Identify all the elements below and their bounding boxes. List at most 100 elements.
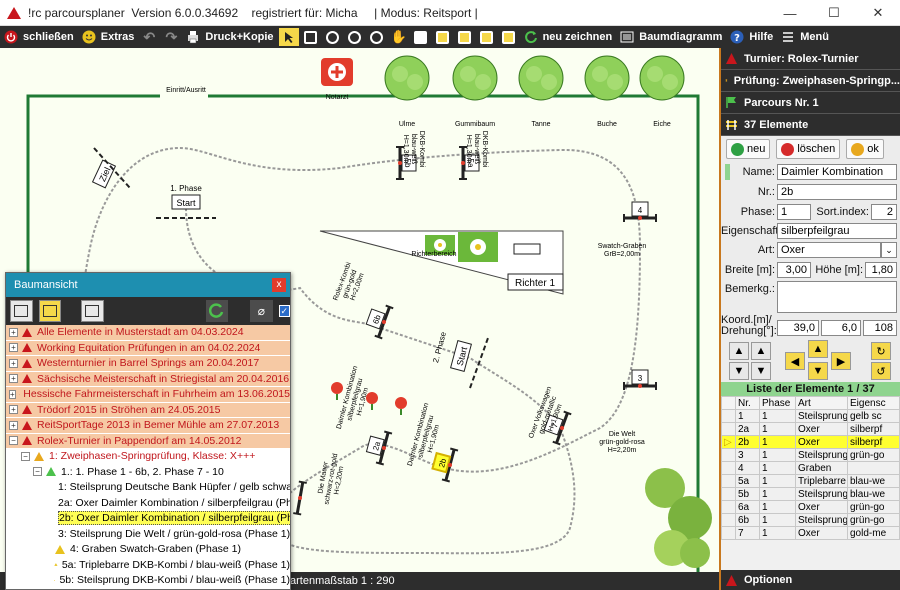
start1-box[interactable]	[171, 194, 201, 210]
sync-icon[interactable]	[205, 300, 229, 322]
maximize-button[interactable]: ☐	[828, 5, 840, 20]
coord-y-input[interactable]: 6,0	[821, 320, 861, 336]
tournament-row[interactable]: Turnier: Rolex-Turnier	[721, 48, 900, 70]
expand-toggle-icon[interactable]: +	[9, 374, 18, 384]
expand-toggle-icon[interactable]: +	[9, 343, 18, 353]
name-input[interactable]: Daimler Kombination	[777, 164, 897, 180]
property-input[interactable]: silberpfeilgrau	[777, 223, 897, 239]
zoom-icon[interactable]	[323, 28, 343, 46]
draw-area-icon[interactable]	[477, 28, 497, 46]
first-aid-icon[interactable]	[321, 58, 353, 86]
delete-element-button[interactable]: löschen	[776, 139, 841, 159]
help-button[interactable]: ? Hilfe	[726, 27, 777, 47]
arrow-left-icon[interactable]: ◀	[785, 352, 805, 370]
tree-event-item[interactable]: −Rolex-Turnier in Pappendorf am 14.05.20…	[6, 433, 290, 449]
tree-icon[interactable]: Buche	[584, 55, 630, 128]
move-down-page-icon[interactable]: ▼	[751, 362, 771, 380]
rotate-right-icon[interactable]: ↻	[871, 342, 891, 360]
tree-course-item[interactable]: −1.: 1. Phase 1 - 6b, 2. Phase 7 - 10	[6, 465, 290, 480]
rotate-left-icon[interactable]: ↺	[871, 362, 891, 380]
coord-x-input[interactable]: 39,0	[777, 320, 819, 336]
width-input[interactable]: 3,00	[777, 262, 811, 278]
expand-toggle-icon[interactable]: −	[21, 451, 30, 461]
arrow-right-icon[interactable]: ▶	[831, 352, 851, 370]
type-column-header[interactable]: Art	[795, 396, 848, 410]
tree-view-header[interactable]: Baumansicht x	[6, 273, 290, 297]
expand-toggle-icon[interactable]: −	[9, 436, 18, 446]
new-element-button[interactable]: neu	[726, 139, 771, 159]
expand-toggle-icon[interactable]: −	[33, 467, 42, 477]
ok-button[interactable]: ok	[846, 139, 884, 159]
chevron-down-icon[interactable]: ⌄	[881, 242, 897, 258]
judge-area[interactable]	[319, 230, 564, 295]
tree-icon[interactable]: Eiche	[639, 55, 685, 128]
grid-icon[interactable]	[499, 28, 519, 46]
remark-input[interactable]	[777, 281, 897, 313]
start2-marker[interactable]: Start	[450, 340, 472, 372]
tree-element-item[interactable]: 2a: Oxer Daimler Kombination / silberpfe…	[6, 496, 290, 511]
rotation-input[interactable]: 108	[863, 320, 897, 336]
arrow-up-icon[interactable]: ▲	[808, 340, 828, 358]
options-bar[interactable]: Optionen	[721, 570, 900, 590]
pointer-tool-icon[interactable]	[278, 28, 299, 46]
link-checkbox[interactable]: ✓	[278, 305, 290, 317]
expand-toggle-icon[interactable]: +	[9, 327, 18, 337]
judge-box[interactable]	[507, 273, 564, 291]
redraw-button[interactable]: neu zeichnen	[520, 27, 617, 47]
tree-event-item[interactable]: +Alle Elemente in Musterstadt am 04.03.2…	[6, 325, 290, 341]
tree-icon[interactable]: Tanne	[518, 55, 564, 128]
close-window-button[interactable]: ✕	[872, 5, 884, 20]
arrow-down-icon[interactable]: ▼	[808, 362, 828, 380]
move-bottom-icon[interactable]: ▼	[729, 362, 749, 380]
tree-element-item[interactable]: 4: Graben Swatch-Graben (Phase 1)	[6, 542, 290, 558]
type-select[interactable]: Oxer	[777, 242, 881, 258]
sort-index-input[interactable]: 2	[871, 204, 897, 220]
draw-line-icon[interactable]	[433, 28, 453, 46]
close-button[interactable]: schließen	[0, 27, 78, 47]
minimize-button[interactable]: —	[783, 5, 797, 21]
tree-element-item[interactable]: 5a: Triplebarre DKB-Kombi / blau-weiß (P…	[6, 558, 290, 573]
nr-input[interactable]: 2b	[777, 184, 897, 200]
tree-view-window[interactable]: Baumansicht x ⌀ ✓ +Alle Elemente in Must…	[5, 272, 291, 590]
tree-icon[interactable]: Ulme	[384, 55, 430, 128]
tree-event-item[interactable]: +ReitSportTage 2013 in Bemer Mühle am 27…	[6, 418, 290, 434]
expand-toggle-icon[interactable]: +	[9, 420, 18, 430]
menu-button[interactable]: Menü	[777, 27, 833, 47]
expand-toggle-icon[interactable]: +	[9, 358, 18, 368]
zoom-out-icon[interactable]	[367, 28, 387, 46]
competition-row[interactable]: Prüfung: Zweiphasen-Springp...	[721, 70, 900, 92]
tree-event-item[interactable]: +Working Equitation Prüfungen in am 04.0…	[6, 340, 290, 356]
panel-view-icon[interactable]	[81, 300, 104, 322]
fit-view-icon[interactable]	[301, 28, 321, 46]
tree-diagram-button[interactable]: Baumdiagramm	[616, 27, 726, 47]
tree-event-item[interactable]: +Westernturnier in Barrel Springs am 20.…	[6, 356, 290, 372]
extras-button[interactable]: Extras	[78, 27, 139, 47]
property-column-header[interactable]: Eigensc	[847, 396, 900, 410]
tree-element-item[interactable]: 1: Steilsprung Deutsche Bank Hüpfer / ge…	[6, 480, 290, 496]
elements-row[interactable]: 37 Elemente	[721, 114, 900, 136]
finish-marker[interactable]: Ziel	[91, 159, 117, 189]
move-up-page-icon[interactable]: ▲	[751, 342, 771, 360]
tree-element-item[interactable]: 3: Steilsprung Die Welt / grün-gold-rosa…	[6, 527, 290, 542]
tree-list[interactable]: +Alle Elemente in Musterstadt am 04.03.2…	[6, 325, 290, 589]
paperclip-icon[interactable]: ⌀	[250, 300, 273, 322]
nr-column-header[interactable]: Nr.	[735, 396, 760, 410]
zoom-in-icon[interactable]	[345, 28, 365, 46]
tree-view-close-icon[interactable]: x	[272, 278, 286, 292]
